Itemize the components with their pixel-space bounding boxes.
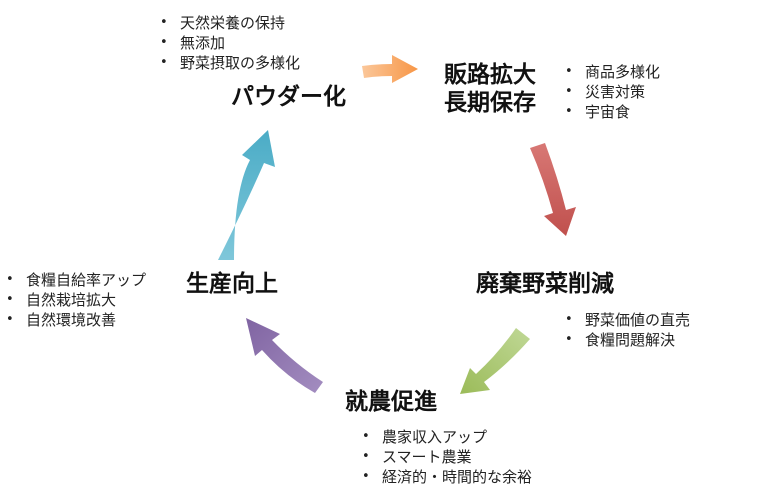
- bullets-production: 食糧自給率アップ 自然栽培拡大 自然環境改善: [4, 270, 146, 330]
- bullet-item: 自然環境改善: [4, 310, 146, 330]
- node-powder: パウダー化: [231, 84, 346, 110]
- bullets-waste: 野菜価値の直売 食糧問題解決: [563, 310, 690, 350]
- bullet-item: 災害対策: [563, 82, 660, 102]
- bullet-item: 自然栽培拡大: [4, 290, 146, 310]
- node-sales: 販路拡大 長期保存: [444, 61, 536, 117]
- node-sales-line1: 販路拡大: [444, 62, 536, 88]
- bullet-item: 食糧問題解決: [563, 330, 690, 350]
- bullets-farming: 農家収入アップ スマート農業 経済的・時間的な余裕: [360, 427, 532, 487]
- bullet-item: 野菜価値の直売: [563, 310, 690, 330]
- arrow-waste-to-farming: [460, 328, 530, 394]
- node-waste: 廃棄野菜削減: [476, 271, 614, 297]
- arrow-sales-to-waste: [530, 143, 576, 236]
- bullet-item: 野菜摂取の多様化: [158, 53, 300, 73]
- bullet-item: 無添加: [158, 33, 300, 53]
- arrow-powder-to-sales: [362, 55, 418, 83]
- arrow-farming-to-production: [246, 318, 323, 393]
- node-production: 生産向上: [186, 271, 278, 297]
- bullet-item: 農家収入アップ: [360, 427, 532, 447]
- bullet-item: 商品多様化: [563, 62, 660, 82]
- bullets-sales: 商品多様化 災害対策 宇宙食: [563, 62, 660, 122]
- arrow-production-to-powder: [218, 130, 275, 260]
- bullet-item: 食糧自給率アップ: [4, 270, 146, 290]
- bullet-item: 宇宙食: [563, 102, 660, 122]
- bullet-item: スマート農業: [360, 447, 532, 467]
- node-farming: 就農促進: [345, 389, 437, 415]
- bullet-item: 経済的・時間的な余裕: [360, 467, 532, 487]
- bullet-item: 天然栄養の保持: [158, 13, 300, 33]
- bullets-powder: 天然栄養の保持 無添加 野菜摂取の多様化: [158, 13, 300, 73]
- node-sales-line2: 長期保存: [444, 90, 536, 116]
